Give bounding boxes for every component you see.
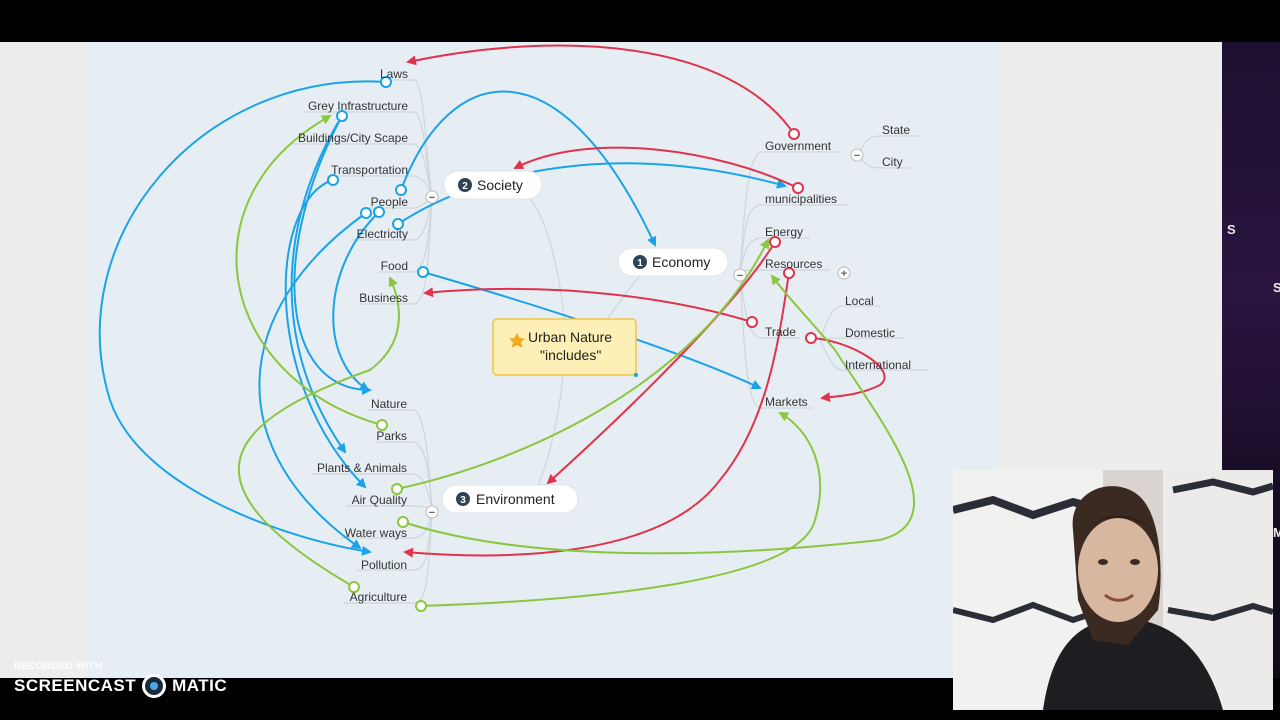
svg-text:3: 3 — [460, 495, 466, 506]
node-parks[interactable]: Parks — [376, 429, 407, 443]
svg-text:Urban Nature: Urban Nature — [528, 329, 612, 345]
node-local[interactable]: Local — [845, 294, 874, 308]
node-people[interactable]: People — [371, 195, 409, 209]
relationship-green — [235, 115, 915, 607]
node-water-ways[interactable]: Water ways — [345, 526, 407, 540]
node-municipalities[interactable]: municipalities — [765, 192, 837, 206]
webcam-video — [953, 470, 1273, 710]
node-agriculture[interactable]: Agriculture — [350, 590, 408, 604]
topic-economy[interactable]: 1 Economy — [617, 247, 729, 277]
panel-char: M — [1273, 525, 1280, 540]
node-grey-infrastructure[interactable]: Grey Infrastructure — [308, 99, 408, 113]
svg-text:"includes": "includes" — [540, 347, 601, 363]
node-city[interactable]: City — [882, 155, 903, 169]
economy-branch: Government municipalities Energy Resourc… — [765, 123, 911, 409]
screencast-watermark: RECORDED WITH SCREENCAST MATIC — [14, 661, 227, 698]
node-trade[interactable]: Trade — [765, 325, 796, 339]
watermark-brand-right: MATIC — [172, 676, 228, 695]
svg-text:−: − — [429, 192, 435, 204]
society-branch: Laws Grey Infrastructure Buildings/City … — [298, 67, 408, 305]
node-buildings-city-scape[interactable]: Buildings/City Scape — [298, 131, 408, 145]
node-government[interactable]: Government — [765, 139, 832, 153]
node-international[interactable]: International — [845, 358, 911, 372]
collapse-toggle[interactable]: − — [850, 148, 864, 162]
panel-char: S — [1227, 222, 1236, 237]
node-markets[interactable]: Markets — [765, 395, 808, 409]
node-electricity[interactable]: Electricity — [357, 227, 408, 241]
panel-char: S — [1273, 280, 1280, 295]
collapse-toggle[interactable]: − — [733, 268, 747, 282]
central-topic[interactable]: Urban Nature "includes" — [492, 318, 638, 377]
svg-text:−: − — [854, 150, 860, 162]
star-icon — [509, 333, 525, 348]
svg-text:+: + — [841, 268, 847, 280]
node-pollution[interactable]: Pollution — [361, 558, 407, 572]
expand-toggle[interactable]: + — [837, 266, 851, 280]
relationship-red — [403, 44, 886, 558]
watermark-recorded-with: RECORDED WITH — [14, 661, 103, 672]
node-transportation[interactable]: Transportation — [331, 163, 408, 177]
screencast-logo-icon — [142, 674, 167, 698]
svg-text:−: − — [737, 270, 743, 282]
node-domestic[interactable]: Domestic — [845, 326, 895, 340]
node-energy[interactable]: Energy — [765, 225, 803, 239]
svg-text:1: 1 — [637, 258, 643, 269]
topic-environment[interactable]: 3 Environment — [441, 484, 579, 514]
node-air-quality[interactable]: Air Quality — [352, 493, 407, 507]
node-business[interactable]: Business — [359, 291, 408, 305]
node-food[interactable]: Food — [381, 259, 408, 273]
watermark-brand-left: SCREENCAST — [14, 676, 137, 695]
svg-text:−: − — [429, 507, 435, 519]
collapse-toggle[interactable]: − — [425, 190, 439, 204]
svg-text:Environment: Environment — [476, 491, 555, 507]
node-resources[interactable]: Resources — [765, 257, 822, 271]
tree-branches — [290, 79, 928, 604]
relationship-blue — [98, 80, 787, 556]
node-nature[interactable]: Nature — [371, 397, 407, 411]
environment-branch: Nature Parks Plants & Animals Air Qualit… — [317, 397, 407, 604]
topic-society[interactable]: 2 Society — [443, 170, 543, 200]
node-plants-animals[interactable]: Plants & Animals — [317, 461, 407, 475]
endpoint-circles — [327, 76, 817, 612]
node-state[interactable]: State — [882, 123, 910, 137]
svg-text:2: 2 — [462, 181, 468, 192]
collapse-toggle[interactable]: − — [425, 505, 439, 519]
svg-text:Society: Society — [477, 177, 523, 193]
svg-text:Economy: Economy — [652, 254, 710, 270]
node-laws[interactable]: Laws — [380, 67, 408, 81]
